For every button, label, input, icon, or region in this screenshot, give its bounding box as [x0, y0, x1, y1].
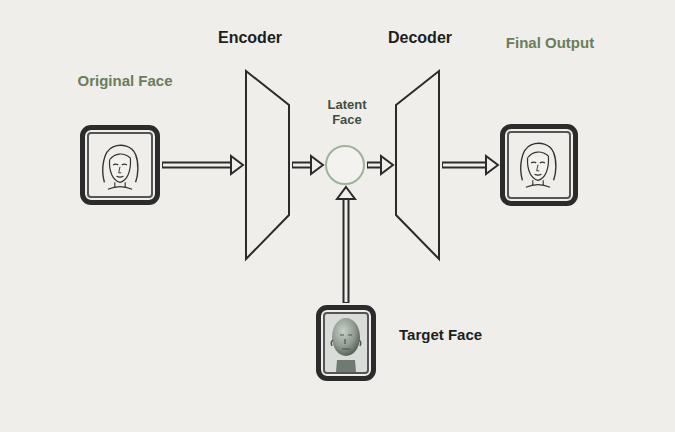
face-sketch	[103, 145, 138, 189]
latent-circle: Latent Face	[325, 145, 365, 185]
encoder-block-outline	[245, 70, 290, 260]
input-face-box: Original Face	[80, 125, 160, 205]
double-arrow	[292, 156, 323, 174]
node-label: Encoder	[218, 29, 282, 47]
encoder-block: Encoder	[245, 70, 290, 260]
double-arrow	[367, 156, 393, 174]
node-label: Original Face	[77, 72, 172, 89]
3d-head	[323, 312, 369, 373]
node-label: Target Face	[399, 326, 482, 343]
target-face-box: Target Face	[316, 305, 376, 381]
double-arrow	[442, 156, 498, 174]
face-sketch	[521, 143, 556, 187]
double-arrow	[337, 187, 355, 303]
node-label: Final Output	[506, 34, 594, 51]
double-arrow	[162, 156, 243, 174]
output-face-box: Final Output	[500, 124, 578, 206]
decoder-block-outline	[395, 70, 440, 260]
decoder-block: Decoder	[395, 70, 440, 260]
latent-circle-outline	[325, 145, 365, 185]
node-label: Decoder	[388, 29, 452, 47]
node-label: Latent Face	[318, 98, 376, 128]
